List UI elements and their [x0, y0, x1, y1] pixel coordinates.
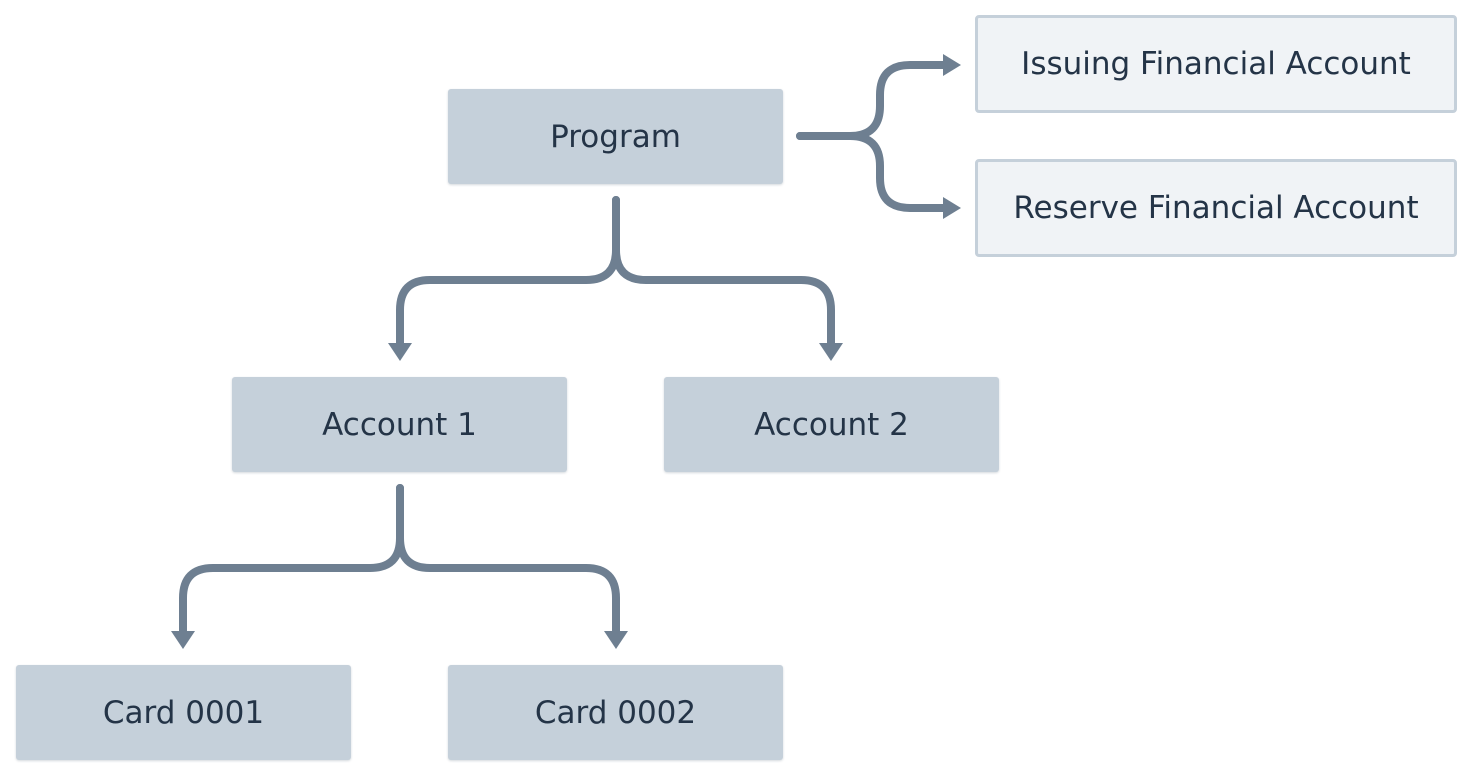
card-0001-label: Card 0001 — [102, 694, 265, 731]
arrowhead-reserve — [943, 197, 961, 219]
issuing-financial-account-label: Issuing Financial Account — [1021, 46, 1411, 82]
account-2-label: Account 2 — [754, 406, 909, 443]
card-0002-node: Card 0002 — [448, 665, 783, 760]
card-0001-node: Card 0001 — [16, 665, 351, 760]
account-1-node: Account 1 — [232, 377, 567, 472]
connector-program-to-reserve — [796, 132, 949, 212]
connector-program-to-account-2 — [612, 196, 835, 349]
issuing-financial-account-node: Issuing Financial Account — [975, 15, 1457, 113]
reserve-financial-account-node: Reserve Financial Account — [975, 159, 1457, 257]
account-2-node: Account 2 — [664, 377, 999, 472]
card-0002-label: Card 0002 — [534, 694, 697, 731]
arrowhead-card-2 — [604, 631, 628, 649]
program-node: Program — [448, 89, 783, 184]
arrowhead-account-1 — [388, 343, 412, 361]
arrowhead-issuing — [943, 54, 961, 76]
connector-account-1-to-card-2 — [396, 484, 620, 637]
account-1-label: Account 1 — [322, 406, 477, 443]
connector-account-1-to-card-1 — [179, 484, 404, 637]
connector-program-to-issuing — [796, 61, 949, 140]
reserve-financial-account-label: Reserve Financial Account — [1013, 190, 1419, 226]
program-label: Program — [550, 118, 681, 155]
arrowhead-card-1 — [171, 631, 195, 649]
connector-program-to-account-1 — [396, 196, 620, 349]
arrowhead-account-2 — [819, 343, 843, 361]
